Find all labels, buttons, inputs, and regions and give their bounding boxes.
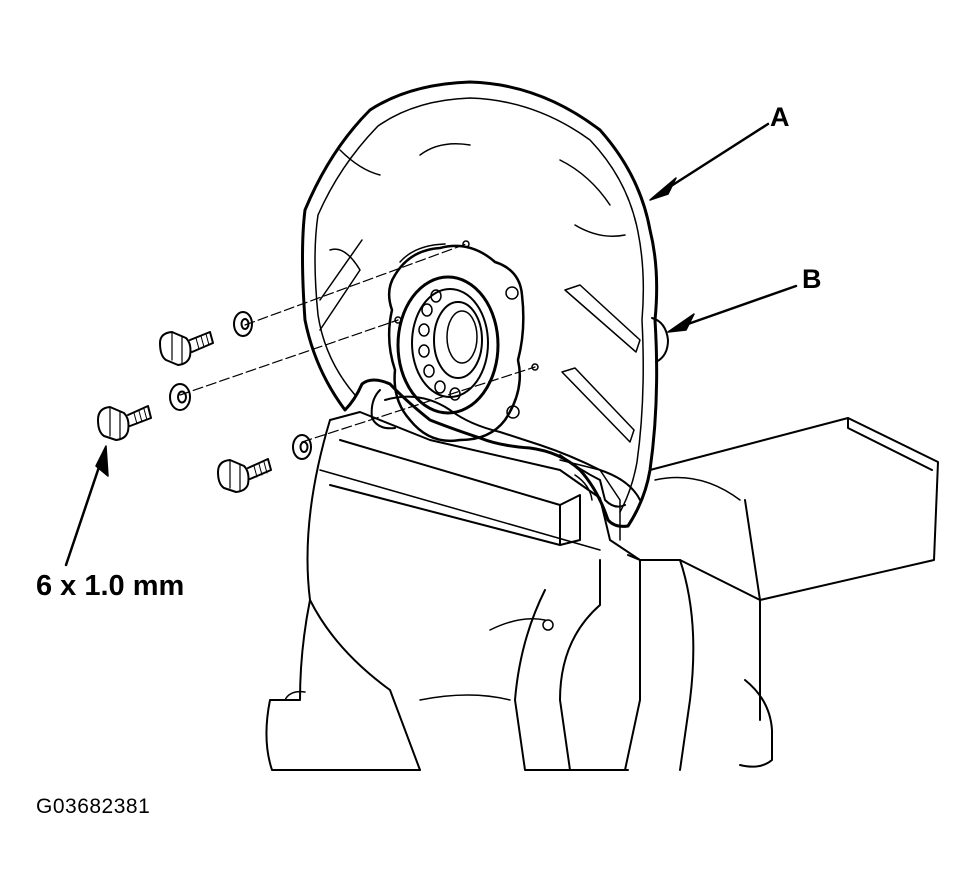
bearing-balls	[418, 289, 461, 401]
alignment-lines	[179, 243, 536, 443]
flange-bolt-2	[97, 405, 152, 441]
leader-arrow-a	[649, 122, 770, 201]
figure-code: G03682381	[36, 795, 151, 818]
bolt-size-label: 6 x 1.0 mm	[36, 570, 185, 602]
washer-3	[292, 434, 312, 460]
hub-bearing	[387, 240, 539, 443]
leader-arrow-b	[667, 284, 798, 333]
washer-2	[169, 383, 191, 411]
splash-shield-a	[301, 80, 659, 528]
flange-bolt-1	[159, 331, 214, 366]
part-b-label: B	[802, 264, 822, 294]
leader-arrow-bolt	[64, 445, 109, 567]
part-a-label: A	[770, 102, 790, 132]
part-b-knob	[651, 317, 669, 363]
bench-vise	[265, 411, 939, 771]
washer-1	[233, 311, 253, 337]
flange-bolt-3	[217, 458, 272, 493]
